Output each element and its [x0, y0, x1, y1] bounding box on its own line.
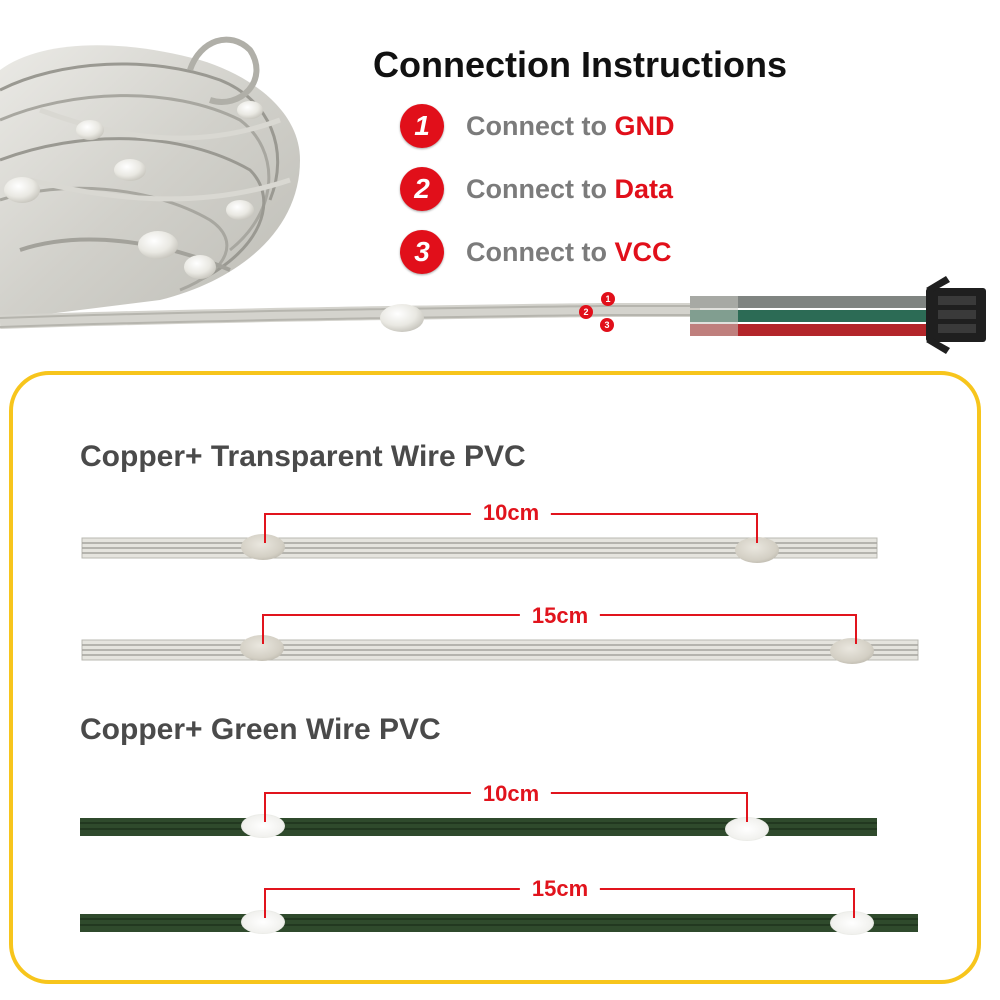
instruction-prefix: Connect to	[466, 110, 607, 141]
led-node-icon	[226, 200, 254, 220]
instruction-text: Connect to VCC	[466, 237, 672, 268]
led-node-icon	[114, 159, 146, 181]
section-heading-green: Copper+ Green Wire PVC	[80, 713, 441, 746]
number-badge-icon: 3	[400, 230, 444, 274]
wire-marker-3: 3	[600, 318, 614, 332]
led-node-icon	[237, 101, 263, 119]
wire-spec-panel	[9, 371, 981, 984]
wire-marker-1: 1	[601, 292, 615, 306]
page-title: Connection Instructions	[373, 44, 787, 85]
instruction-item-2: 2 Connect to Data	[400, 166, 673, 212]
led-node-icon	[76, 120, 104, 140]
number-badge-icon: 2	[400, 167, 444, 211]
instruction-text: Connect to GND	[466, 111, 675, 142]
led-node-icon	[4, 177, 40, 203]
led-node-icon	[138, 231, 178, 259]
instruction-prefix: Connect to	[466, 236, 607, 267]
lead-wire	[0, 303, 700, 332]
led-node-icon	[380, 304, 424, 332]
instruction-prefix: Connect to	[466, 173, 607, 204]
spacing-label: 15cm	[519, 876, 601, 902]
spacing-label: 10cm	[470, 781, 552, 807]
instruction-text: Connect to Data	[466, 174, 673, 205]
instruction-pin: VCC	[614, 236, 672, 267]
instruction-item-3: 3 Connect to VCC	[400, 229, 672, 275]
colored-leads	[690, 296, 935, 336]
number-badge-icon: 1	[400, 104, 444, 148]
instruction-pin: GND	[614, 110, 675, 141]
wire-coil	[0, 36, 300, 320]
connector-plug-icon	[926, 276, 986, 354]
section-heading-transparent: Copper+ Transparent Wire PVC	[80, 440, 526, 473]
wire-marker-2: 2	[579, 305, 593, 319]
instruction-item-1: 1 Connect to GND	[400, 103, 675, 149]
spacing-label: 10cm	[470, 500, 552, 526]
instruction-pin: Data	[614, 173, 674, 204]
led-node-icon	[184, 255, 216, 279]
spacing-label: 15cm	[519, 603, 601, 629]
coiled-led-string-photo	[0, 36, 986, 354]
